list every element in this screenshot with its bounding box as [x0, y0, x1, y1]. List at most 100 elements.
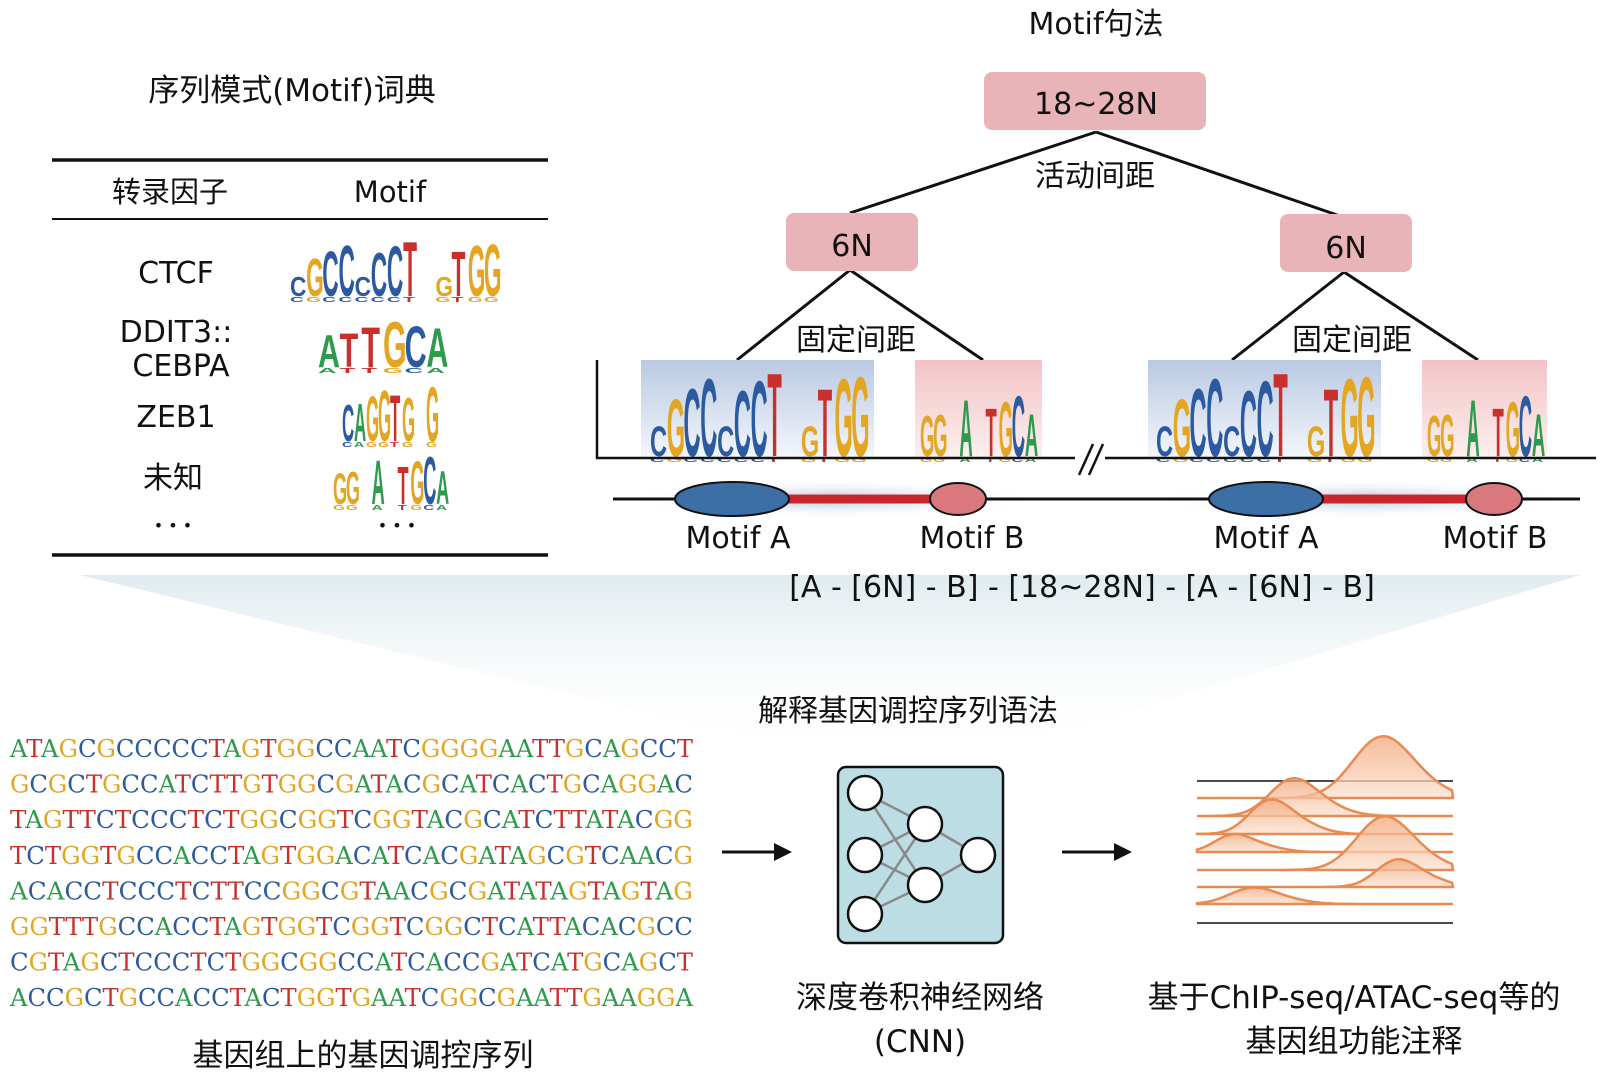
motif-b-label-left: Motif B — [919, 521, 1024, 556]
base: A — [516, 912, 535, 941]
base: C — [10, 948, 29, 977]
logo-minor-letter: C — [1012, 456, 1024, 464]
logo-minor-letter: G — [426, 441, 437, 448]
base: A — [62, 948, 81, 977]
base: T — [547, 770, 564, 799]
logo-minor-letter: G — [851, 456, 866, 464]
logo-letter: G — [1440, 403, 1454, 469]
base: A — [616, 805, 635, 834]
base: C — [674, 912, 693, 941]
logo-letter: G — [366, 384, 379, 455]
logo-minor-letter: G — [1340, 456, 1355, 464]
base: G — [261, 948, 280, 977]
logo-minor-letter: G — [1506, 456, 1518, 464]
base: A — [600, 770, 619, 799]
base: T — [532, 734, 549, 763]
logo-letter: G — [801, 419, 819, 466]
logo-minor-letter: G — [933, 456, 945, 464]
base: T — [79, 805, 96, 834]
base: C — [131, 805, 150, 834]
logo-letter: C — [342, 395, 354, 453]
logo-letter: G — [667, 381, 685, 473]
base: T — [102, 983, 119, 1012]
column-header-tf: 转录因子 — [112, 175, 228, 209]
base: G — [639, 948, 658, 977]
base: G — [372, 805, 392, 834]
base: C — [407, 948, 426, 977]
interpretation-fan — [80, 575, 1580, 755]
base: T — [102, 876, 119, 905]
base: T — [188, 805, 205, 834]
base: C — [582, 912, 601, 941]
base: A — [9, 876, 28, 905]
base: T — [550, 983, 567, 1012]
tf-name-ctcf: CTCF — [138, 256, 214, 291]
base: A — [369, 734, 388, 763]
base: G — [297, 912, 316, 941]
base: A — [655, 876, 674, 905]
motif-b-panel-right — [1422, 360, 1547, 457]
logo-minor-letter: C — [371, 296, 386, 304]
base: G — [459, 841, 478, 870]
base: G — [116, 841, 135, 870]
annotation-caption-line1: 基于ChIP-seq/ATAC-seq等的 — [1148, 980, 1561, 1016]
base: C — [478, 983, 497, 1012]
base: G — [81, 841, 100, 870]
signal-peak — [1195, 886, 1453, 906]
base: G — [674, 841, 693, 870]
logo-minor-letter: C — [322, 296, 337, 304]
base: T — [602, 805, 619, 834]
logo-minor-letter: A — [436, 504, 448, 512]
base: C — [656, 912, 675, 941]
dictionary-title: 序列模式(Motif)词典 — [148, 73, 436, 109]
left-edge-a — [736, 268, 851, 362]
base: G — [277, 912, 296, 941]
base: C — [28, 876, 47, 905]
base: A — [334, 841, 353, 870]
base: T — [337, 805, 354, 834]
base: A — [518, 876, 537, 905]
base: T — [476, 770, 493, 799]
logo-letter: C — [405, 314, 427, 379]
fixed-spacing-label-left: 固定间距 — [796, 323, 916, 358]
base: G — [318, 948, 337, 977]
base: A — [172, 841, 191, 870]
logo-minor-letter: T — [340, 367, 356, 375]
signal-peak — [1197, 815, 1455, 872]
base: T — [391, 948, 408, 977]
base: A — [370, 841, 389, 870]
base: T — [209, 734, 226, 763]
base: G — [296, 841, 315, 870]
base: C — [28, 983, 47, 1012]
base: T — [535, 876, 552, 905]
base: A — [599, 912, 618, 941]
logo-minor-letter: G — [346, 504, 358, 512]
tf-name-zeb1: ZEB1 — [136, 400, 215, 435]
base: C — [449, 876, 468, 905]
base: G — [636, 912, 655, 941]
logo-letter: A — [354, 394, 366, 453]
base: C — [157, 983, 176, 1012]
base: T — [261, 912, 278, 941]
base: A — [549, 876, 568, 905]
base: T — [175, 876, 192, 905]
base: T — [175, 770, 192, 799]
base: G — [370, 912, 389, 941]
base: G — [96, 734, 115, 763]
logo-letter: C — [1012, 380, 1025, 475]
logo-minor-letter: G — [667, 456, 682, 464]
base: T — [260, 734, 277, 763]
base: C — [83, 876, 102, 905]
base: T — [585, 841, 602, 870]
base: G — [424, 912, 443, 941]
base: T — [26, 734, 43, 763]
motif-b-label-right: Motif B — [1442, 521, 1547, 556]
base: G — [301, 876, 321, 905]
base: C — [492, 770, 511, 799]
base: T — [210, 876, 227, 905]
base: T — [359, 876, 376, 905]
base: C — [262, 983, 281, 1012]
base: C — [403, 770, 422, 799]
base: A — [509, 770, 528, 799]
